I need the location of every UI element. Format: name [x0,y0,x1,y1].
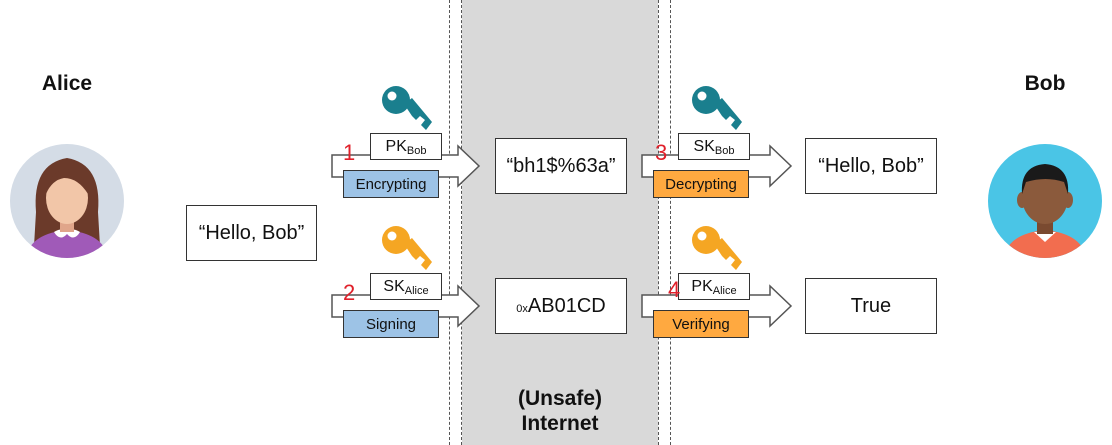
bob-name: Bob [1024,72,1066,95]
step-3-number: 3 [655,140,668,165]
plaintext-message: “Hello, Bob” [186,205,317,261]
encrypt-key-main: PK [385,137,407,155]
sign-key-main: SK [383,277,405,295]
decrypt-key-sub: Bob [714,144,735,157]
internet-zone [462,0,658,445]
step-4-number: 4 [668,277,681,302]
orange-key-icon [382,226,432,270]
orange-key-icon [692,226,742,270]
internet-label-line1: (Unsafe) [517,387,602,410]
teal-key-icon [382,86,432,130]
signing-label: Signing [343,310,439,338]
ciphertext-message: “bh1$%63a” [495,138,627,194]
woman-avatar-icon [10,144,124,258]
encrypt-key-sub: Bob [406,144,427,157]
verify-key-sub: Alice [712,284,737,297]
decrypted-message: “Hello, Bob” [805,138,937,194]
step-1-number: 1 [343,140,356,165]
signature-value: AB01CD [527,294,606,317]
signature-prefix: 0x [516,303,528,315]
internet-label: (Unsafe) Internet [462,386,658,436]
decrypt-key-main: SK [693,137,715,155]
verifying-label: Verifying [653,310,749,338]
sign-key-sub: Alice [404,284,429,297]
internet-boundary-left-outer [449,0,450,445]
teal-key-icon [692,86,742,130]
verification-result: True [805,278,937,334]
man-avatar-icon [988,144,1102,258]
internet-boundary-right-outer [670,0,671,445]
internet-label-line2: Internet [521,412,599,435]
verify-key-main: PK [691,277,713,295]
decrypting-label: Decrypting [653,170,749,198]
step-2-number: 2 [343,280,356,305]
internet-boundary-right-inner [658,0,659,445]
alice-name: Alice [41,72,93,95]
internet-boundary-left-inner [461,0,462,445]
encrypting-label: Encrypting [343,170,439,198]
